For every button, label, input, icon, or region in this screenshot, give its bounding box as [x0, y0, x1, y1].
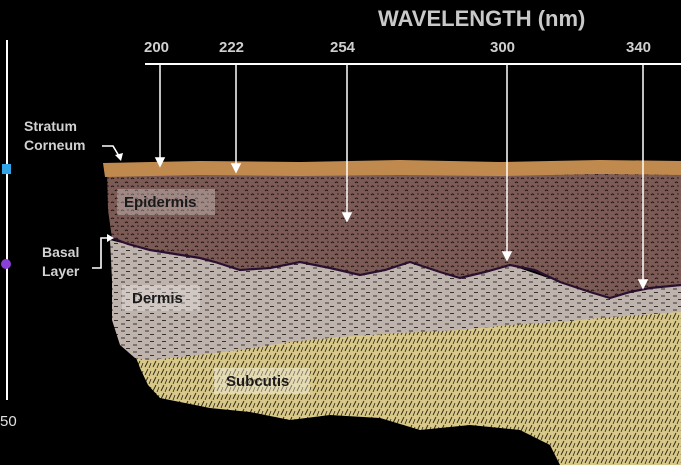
basal-layer-label-line1: Basal [42, 244, 79, 260]
stratum-corneum-pointer-head [115, 153, 123, 161]
basal-layer-label-line2: Layer [42, 263, 80, 279]
wavelength-label-300: 300 [490, 39, 515, 56]
dermis-label: Dermis [132, 290, 183, 307]
epidermis-label: Epidermis [124, 194, 197, 211]
wavelength-label-340: 340 [626, 39, 651, 56]
wavelength-axis-title: WAVELENGTH (nm) [378, 6, 585, 31]
stratum-corneum-label-line2: Corneum [24, 137, 85, 153]
wavelength-label-200: 200 [144, 39, 169, 56]
wavelength-ticks: 200 222 254 300 340 [144, 39, 651, 56]
wavelength-label-222: 222 [219, 39, 244, 56]
stratum-corneum-pointer [102, 146, 119, 156]
purple-marker [1, 259, 11, 269]
stratum-corneum-label-line1: Stratum [24, 118, 77, 134]
subcutis-label: Subcutis [226, 373, 289, 390]
blue-marker [2, 164, 11, 174]
left-axis-tick-label: 50 [0, 413, 17, 430]
wavelength-label-254: 254 [330, 39, 356, 56]
basal-layer-pointer [92, 238, 108, 268]
